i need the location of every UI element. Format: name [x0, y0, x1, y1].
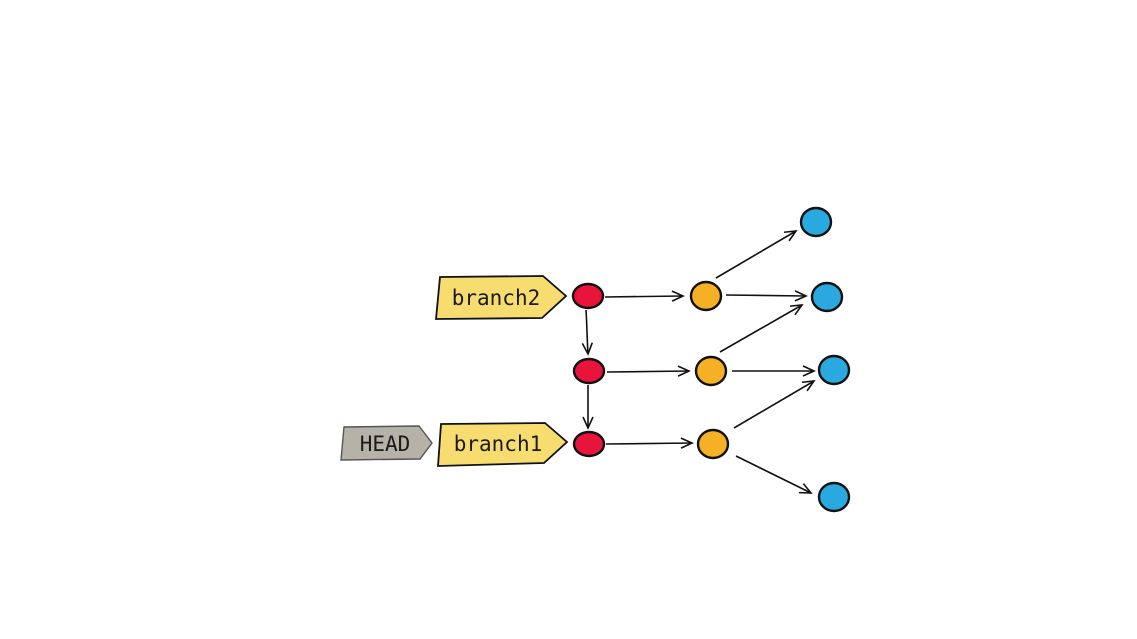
edge-o-bottom-to-b-4: [735, 455, 813, 494]
commit-o-top: [689, 280, 723, 312]
branch2-label: branch2: [452, 286, 541, 310]
edge-o-mid-to-b-2: [719, 304, 804, 353]
head-label: HEAD: [360, 432, 411, 456]
commit-o-mid: [694, 355, 728, 387]
commit-b-2: [810, 281, 844, 313]
branch2-tag-shape: [435, 275, 568, 320]
branch1-label: branch1: [454, 432, 543, 456]
blue-commits: [799, 206, 851, 513]
edges: [581, 230, 816, 494]
edge-r-top-to-o-top: [604, 290, 685, 302]
edge-r-top-to-r-mid: [581, 309, 594, 356]
commit-b-3: [817, 354, 851, 386]
commit-b-4: [817, 481, 851, 513]
edge-r-mid-to-o-mid: [606, 365, 691, 377]
commit-o-bottom: [696, 428, 730, 460]
edge-o-top-to-b-1: [715, 230, 798, 279]
branch1-tag: branch1: [437, 422, 569, 467]
orange-commits: [689, 280, 730, 460]
edge-o-top-to-b-2: [725, 290, 808, 302]
head-tag-shape: [340, 425, 433, 461]
red-commits: [571, 282, 606, 458]
commit-r-bottom: [572, 430, 606, 458]
commit-r-mid: [572, 357, 606, 385]
branch2-tag: branch2: [435, 275, 568, 320]
branch1-tag-shape: [437, 422, 569, 467]
edge-o-bottom-to-b-3: [733, 380, 816, 429]
commit-b-1: [799, 206, 833, 238]
head-tag: HEAD: [340, 425, 433, 461]
edge-r-bottom-to-o-bottom: [605, 437, 694, 449]
commit-r-top: [571, 282, 605, 310]
